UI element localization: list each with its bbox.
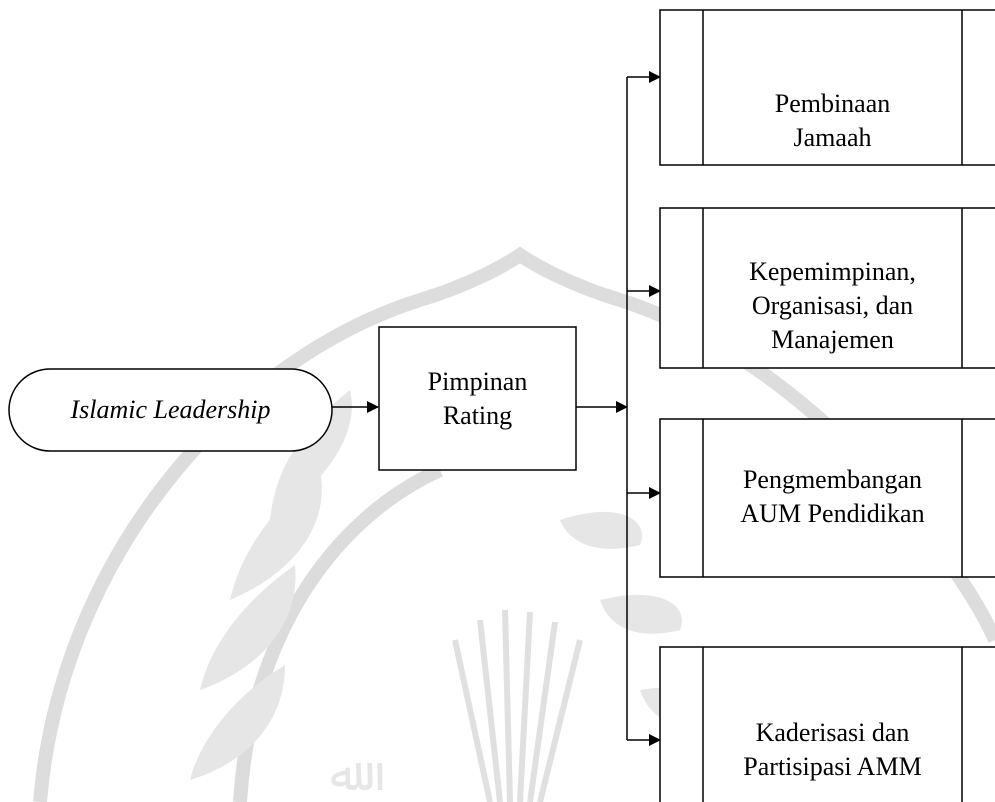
process-label: Pimpinan Rating bbox=[379, 365, 576, 433]
output-3-label: Pengmembangan AUM Pendidikan bbox=[703, 463, 962, 531]
output-3-line-2: AUM Pendidikan bbox=[740, 499, 925, 528]
output-box-1-shape bbox=[659, 9, 995, 166]
output-1-label: Pembinaan Jamaah bbox=[703, 87, 962, 155]
output-2-label: Kepemimpinan, Organisasi, dan Manajemen bbox=[703, 255, 962, 357]
output-1-line-2: Jamaah bbox=[793, 123, 872, 152]
output-3-line-1: Pengmembangan bbox=[742, 465, 923, 494]
output-2-line-3: Manajemen bbox=[771, 325, 894, 354]
output-4-label: Kaderisasi dan Partisipasi AMM bbox=[703, 716, 962, 784]
process-box-shape bbox=[378, 326, 577, 471]
output-1-line-1: Pembinaan bbox=[774, 89, 891, 118]
output-4-line-2: Partisipasi AMM bbox=[743, 752, 922, 781]
output-2-line-1: Kepemimpinan, bbox=[749, 257, 916, 286]
output-2-line-2: Organisasi, dan bbox=[751, 291, 914, 320]
process-label-line-1: Pimpinan bbox=[427, 367, 528, 396]
output-box-3-shape bbox=[659, 418, 995, 578]
start-label: Islamic Leadership bbox=[9, 393, 332, 427]
start-terminator-shape bbox=[8, 368, 333, 452]
start-label-text: Islamic Leadership bbox=[70, 395, 271, 424]
process-label-line-2: Rating bbox=[442, 401, 513, 430]
output-box-4-shape bbox=[659, 646, 995, 802]
output-box-2-shape bbox=[659, 207, 995, 369]
output-4-line-1: Kaderisasi dan bbox=[755, 718, 910, 747]
